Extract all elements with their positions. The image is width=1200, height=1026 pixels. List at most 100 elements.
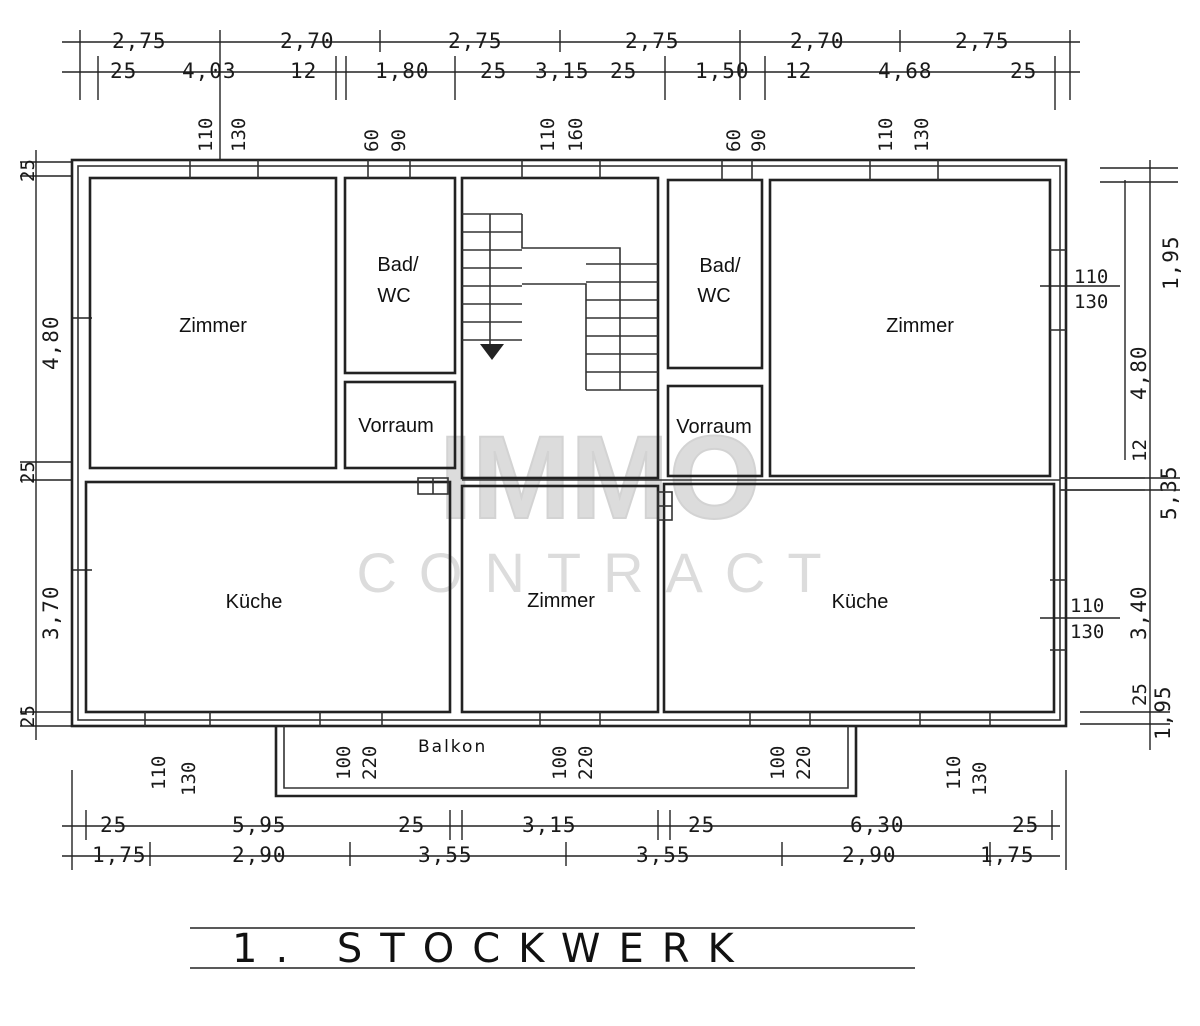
top-window-labels: 110 130 60 90 110 160 60 90 110 130	[195, 118, 933, 152]
left-dim-4: 3,70	[39, 585, 63, 640]
room-bad-left-line2: WC	[377, 285, 410, 307]
top-dim-row2-2: 4,03	[182, 59, 237, 83]
staircase	[462, 213, 658, 391]
top-dim-row2-8: 1,50	[695, 59, 750, 83]
bottom-dim-7: 25	[1012, 813, 1039, 837]
right-dim-2: 4,80	[1127, 345, 1151, 400]
bottom-dim-row2-4: 3,55	[636, 843, 691, 867]
wall-zimmer-left	[88, 176, 338, 470]
right-window-1-height: 130	[1074, 291, 1108, 313]
right-window-2-height: 130	[1070, 621, 1104, 643]
left-dimension-labels: 25 4,80 25 3,70 25	[17, 159, 63, 728]
bottom-dim-1: 25	[100, 813, 127, 837]
room-bad-right-line1: Bad/	[699, 255, 741, 277]
bottom-dim-row2-1: 1,75	[92, 843, 147, 867]
right-window-1-width: 110	[1074, 266, 1108, 288]
top-window-3-height: 160	[565, 118, 587, 152]
bottom-dim-4: 3,15	[522, 813, 577, 837]
right-dim-3: 12	[1129, 439, 1151, 462]
right-dim-1: 1,95	[1159, 235, 1183, 290]
bottom-dimension-row-1: 25 5,95 25 3,15 25 6,30 25	[100, 813, 1039, 837]
top-window-2-height: 90	[388, 129, 410, 152]
bottom-window-5-width: 110	[943, 756, 965, 790]
wall-vorraum-left	[343, 380, 457, 470]
top-window-2-width: 60	[361, 129, 383, 152]
room-bad-left-line1: Bad/	[377, 254, 419, 276]
building-walls	[70, 158, 1145, 728]
top-dim-row2-10: 4,68	[878, 59, 933, 83]
title-block: 1. STOCKWERK	[190, 926, 915, 972]
top-window-5-width: 110	[875, 118, 897, 152]
top-dim-3: 2,75	[448, 29, 503, 53]
left-dim-2: 4,80	[39, 315, 63, 370]
top-dim-row2-3: 12	[290, 59, 317, 83]
bottom-window-4-height: 220	[793, 746, 815, 780]
bottom-window-2-width: 100	[333, 746, 355, 780]
bottom-dim-row2-2: 2,90	[232, 843, 287, 867]
top-dim-2: 2,70	[280, 29, 335, 53]
room-vorraum-right: Vorraum	[676, 416, 752, 438]
right-dim-7: 1,95	[1151, 685, 1175, 740]
room-zimmer-right: Zimmer	[886, 315, 954, 337]
floor-title: 1. STOCKWERK	[232, 926, 752, 972]
left-dim-5: 25	[17, 705, 39, 728]
balcony-label: Balkon	[418, 737, 487, 757]
bottom-dimension-row-2: 1,75 2,90 3,55 3,55 2,90 1,75	[92, 843, 1035, 867]
left-dim-1: 25	[17, 159, 39, 182]
bottom-window-4-width: 100	[767, 746, 789, 780]
wall-vorraum-right	[666, 384, 764, 478]
right-dimension-labels: 1,95 4,80 12 5,35 3,40 25 1,95 110 130 1…	[1070, 235, 1183, 740]
top-dim-6: 2,75	[955, 29, 1010, 53]
room-bad-right-line2: WC	[697, 285, 730, 307]
wall-bad-left	[343, 176, 457, 375]
top-dim-row2-6: 3,15	[535, 59, 590, 83]
wall-bad-right	[666, 178, 764, 370]
bottom-dim-2: 5,95	[232, 813, 287, 837]
wall-zimmer-right	[768, 178, 1052, 478]
window-ticks	[144, 160, 1066, 726]
bottom-dim-row2-3: 3,55	[418, 843, 473, 867]
room-vorraum-left: Vorraum	[358, 415, 434, 437]
top-dim-5: 2,70	[790, 29, 845, 53]
top-dimension-row-2: 25 4,03 12 1,80 25 3,15 25 1,50 12 4,68 …	[110, 59, 1037, 83]
room-zimmer-left: Zimmer	[179, 315, 247, 337]
top-dim-row2-1: 25	[110, 59, 137, 83]
top-dim-row2-11: 25	[1010, 59, 1037, 83]
room-labels: Zimmer Bad/ WC Vorraum Küche Zimmer Bad/…	[179, 254, 954, 613]
bottom-dim-5: 25	[688, 813, 715, 837]
wall-zimmer-middle	[460, 484, 660, 714]
right-dim-5: 3,40	[1127, 585, 1151, 640]
right-dim-4: 5,35	[1157, 465, 1181, 520]
stair-arrow-icon	[480, 344, 504, 360]
bottom-dim-row2-6: 1,75	[980, 843, 1035, 867]
bottom-window-5-height: 130	[969, 762, 991, 796]
top-dim-row2-7: 25	[610, 59, 637, 83]
outer-wall	[70, 158, 1068, 728]
top-dim-4: 2,75	[625, 29, 680, 53]
chimneys	[417, 477, 673, 521]
bottom-dimension-lines	[62, 770, 1067, 870]
watermark-line-2: CONTRACT	[356, 541, 843, 604]
room-zimmer-middle: Zimmer	[527, 590, 595, 612]
room-kueche-left: Küche	[226, 591, 283, 613]
top-window-5-height: 130	[911, 118, 933, 152]
left-dim-3: 25	[17, 461, 39, 484]
wall-kueche-left	[84, 480, 452, 714]
top-dim-1: 2,75	[112, 29, 167, 53]
top-dim-row2-4: 1,80	[375, 59, 430, 83]
left-dimension-lines	[20, 150, 92, 740]
top-window-1-height: 130	[228, 118, 250, 152]
right-dim-6: 25	[1129, 683, 1151, 706]
bottom-window-3-height: 220	[575, 746, 597, 780]
bottom-window-1-height: 130	[178, 762, 200, 796]
bottom-window-1-width: 110	[148, 756, 170, 790]
bottom-dim-3: 25	[398, 813, 425, 837]
balcony: Balkon	[274, 726, 858, 798]
top-dim-row2-9: 12	[785, 59, 812, 83]
top-window-3-width: 110	[537, 118, 559, 152]
top-window-1-width: 110	[195, 118, 217, 152]
bottom-dim-6: 6,30	[850, 813, 905, 837]
top-dimension-lines	[62, 30, 1080, 160]
top-window-4-width: 60	[723, 129, 745, 152]
